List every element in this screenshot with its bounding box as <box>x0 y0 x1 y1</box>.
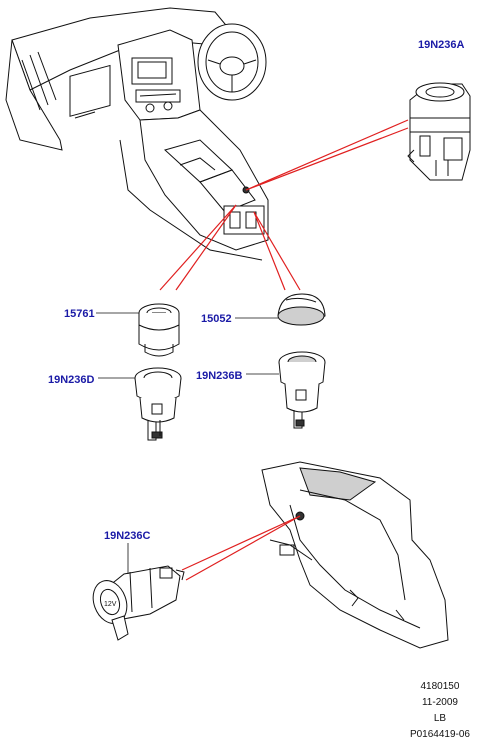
socket-19N236A <box>407 82 471 181</box>
callout-15761: 15761 <box>64 308 95 320</box>
drawing-reference-block: 4180150 11-2009 LB P0164419-06 <box>410 679 470 743</box>
socket-19N236D <box>134 367 182 441</box>
12v-marking: 12V <box>104 601 117 608</box>
callout-19N236B: 19N236B <box>196 370 243 382</box>
callout-19N236A: 19N236A <box>418 39 465 51</box>
illustration-number: 4180150 <box>420 681 460 692</box>
cap-15052 <box>277 293 326 326</box>
callout-19N236D: 19N236D <box>48 374 95 386</box>
callout-leaders <box>96 312 279 574</box>
lighter-15761 <box>138 303 180 357</box>
callout-19N236C: 19N236C <box>104 530 151 542</box>
callout-15052: 15052 <box>201 313 232 325</box>
dashboard-illustration <box>5 7 269 261</box>
issue-date: 11-2009 <box>421 697 458 708</box>
rear-trim-panel <box>261 461 449 649</box>
leader-lines-panel <box>181 515 301 581</box>
socket-19N236B <box>278 351 326 429</box>
socket-19N236C: 12V <box>92 565 185 641</box>
model-code: LB <box>433 713 447 724</box>
drawing-id: P0164419-06 <box>409 729 470 740</box>
leader-lines-console <box>159 119 409 291</box>
